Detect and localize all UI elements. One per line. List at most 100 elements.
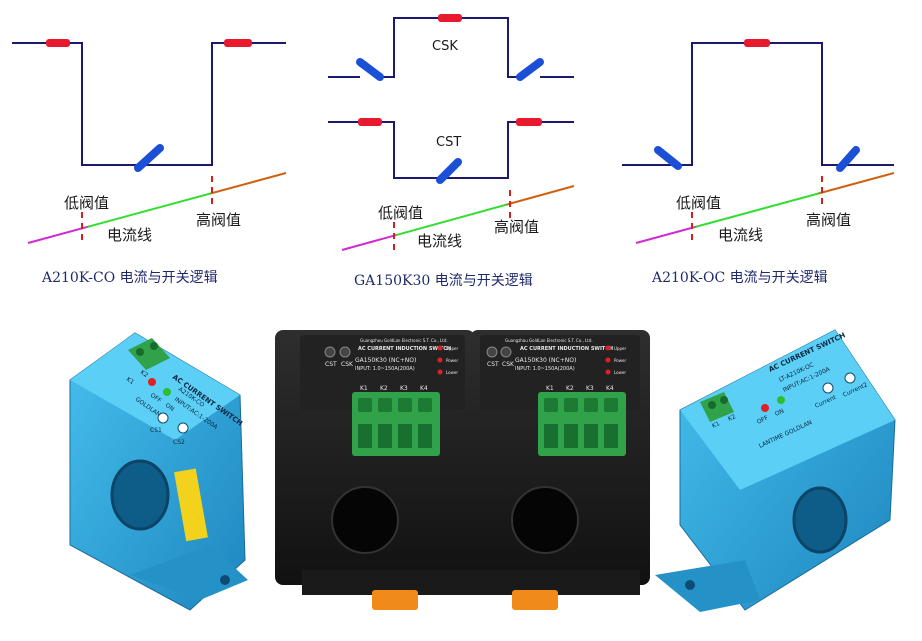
terminal-label-k1: K1: [125, 376, 136, 386]
diagram-caption: A210K-CO 电流与开关逻辑: [41, 270, 218, 286]
fuse: [358, 118, 382, 126]
terminal-label-k1: K1: [546, 385, 554, 392]
status-led-off: [148, 378, 156, 386]
fuse: [224, 39, 252, 47]
status-led-power: [437, 357, 443, 363]
device-ga150k30-right: Guangzhou GoldLan Electronic S.T. Co., L…: [470, 330, 650, 610]
din-rail-clip: [512, 590, 558, 610]
led-label-upper: Upper: [614, 346, 626, 351]
led-label-upper: Upper: [446, 346, 458, 351]
terminal-label-k1: K1: [360, 385, 368, 392]
branch-label-cst: CST: [436, 135, 461, 150]
current-line: [635, 172, 895, 244]
knob-label-csk: CSK: [341, 361, 354, 368]
adjust-knob-cs2[interactable]: [177, 422, 189, 434]
knob-label-csk: CSK: [502, 361, 515, 368]
diagram-caption: A210K-OC 电流与开关逻辑: [651, 270, 828, 286]
maker-label: Guangzhou GoldLan Electronic S.T. Co., L…: [360, 338, 448, 343]
terminal-label-k2: K2: [139, 369, 150, 379]
current-line-label: 电流线: [107, 226, 152, 244]
cable-hole: [110, 459, 170, 531]
terminal-block: [352, 392, 440, 456]
open-switch: [516, 58, 544, 81]
led-label-off: OFF: [756, 414, 770, 425]
device-a210k-co: K1 K2 OFF ON AC CURRENT SWITCH A210K-CO …: [69, 332, 248, 611]
current-line: [341, 185, 575, 251]
led-label-power: Power: [446, 358, 458, 363]
open-switch: [654, 146, 682, 170]
closed-switch: [436, 158, 462, 184]
circuit-wire: [12, 42, 286, 166]
status-led-lower: [437, 369, 443, 375]
fuse: [46, 39, 70, 47]
terminal-label-k2: K2: [380, 385, 388, 392]
led-label-lower: Lower: [446, 370, 458, 375]
knob-label-cst: CST: [325, 361, 337, 368]
low-threshold-label: 低阀值: [64, 194, 109, 212]
device-model: GA150K30 (NC+NO): [355, 357, 416, 364]
device-ga150k30-left: Guangzhou GoldLan Electronic S.T. Co., L…: [275, 330, 477, 610]
high-threshold-label: 高阀值: [806, 211, 851, 229]
low-threshold-label: 低阀值: [378, 204, 423, 222]
terminal-label-k4: K4: [606, 385, 614, 392]
terminal-label-k4: K4: [420, 385, 428, 392]
high-threshold-label: 高阀值: [494, 218, 539, 236]
device-title: AC CURRENT INDUCTION SWITCH: [358, 346, 451, 352]
high-threshold-label: 高阀值: [196, 211, 241, 229]
status-led-on: [777, 396, 785, 404]
adjust-knob-current[interactable]: [822, 382, 834, 394]
terminal-block: [128, 338, 170, 370]
device-input: INPUT: 1.0~150A(200A): [515, 366, 575, 372]
adjust-knob-current2[interactable]: [844, 372, 856, 384]
terminal-label-k2: K2: [566, 385, 574, 392]
terminal-block: [700, 392, 734, 422]
device-title: AC CURRENT INDUCTION SWITCH: [520, 346, 613, 352]
diagram-a210k-co: 低阀值 高阀值 电流线 A210K-CO 电流与开关逻辑: [12, 39, 287, 286]
led-label-lower: Lower: [614, 370, 626, 375]
adjust-knob-cst[interactable]: [486, 346, 498, 358]
adjust-knob-csk[interactable]: [339, 346, 351, 358]
device-input: INPUT: 1.0~150A(200A): [355, 366, 415, 372]
din-rail-clip: [372, 590, 418, 610]
device-model: GA150K30 (NC+NO): [515, 357, 576, 364]
led-label-on: ON: [774, 408, 785, 418]
status-led-off: [761, 404, 769, 412]
closed-switch: [836, 146, 860, 172]
status-led-upper: [605, 345, 611, 351]
terminal-label-k2: K2: [727, 413, 737, 423]
terminal-label-k3: K3: [586, 385, 594, 392]
terminal-label-k3: K3: [400, 385, 408, 392]
adjust-knob-csk[interactable]: [500, 346, 512, 358]
diagram-a210k-oc: 低阀值 高阀值 电流线 A210K-OC 电流与开关逻辑: [622, 39, 895, 286]
current-line-label: 电流线: [417, 232, 462, 250]
terminal-label-k1: K1: [711, 420, 721, 430]
fuse: [438, 14, 462, 22]
terminal-block: [538, 392, 626, 456]
branch-label-csk: CSK: [432, 39, 458, 54]
led-label-on: ON: [164, 402, 176, 413]
cable-hole: [792, 486, 848, 554]
adjust-knob-cs1[interactable]: [157, 412, 169, 424]
knob-label-cs1: CS1: [150, 427, 162, 434]
diagram-ga150k30: CSK CST 低阀值 高阀值 电流线 GA150K30 电流与开关逻辑: [328, 14, 575, 289]
closed-switch: [134, 144, 164, 172]
adjust-knob-cst[interactable]: [324, 346, 336, 358]
status-led-lower: [605, 369, 611, 375]
status-led-upper: [437, 345, 443, 351]
status-led-power: [605, 357, 611, 363]
device-lt-a210k-oc: K1 K2 OFF ON AC CURRENT SWITCH LT-A210K-…: [655, 329, 896, 612]
warning-label: [174, 468, 208, 542]
status-led-on: [163, 388, 171, 396]
cable-hole: [331, 486, 399, 554]
fuse: [516, 118, 542, 126]
diagram-caption: GA150K30 电流与开关逻辑: [354, 273, 533, 289]
open-switch: [356, 58, 384, 81]
knob-label-cs2: CS2: [173, 439, 185, 446]
cable-hole: [511, 486, 579, 554]
current-line: [27, 172, 287, 244]
knob-label-cst: CST: [487, 361, 499, 368]
fuse: [744, 39, 770, 47]
low-threshold-label: 低阀值: [676, 194, 721, 212]
circuit-wire: [622, 42, 894, 166]
